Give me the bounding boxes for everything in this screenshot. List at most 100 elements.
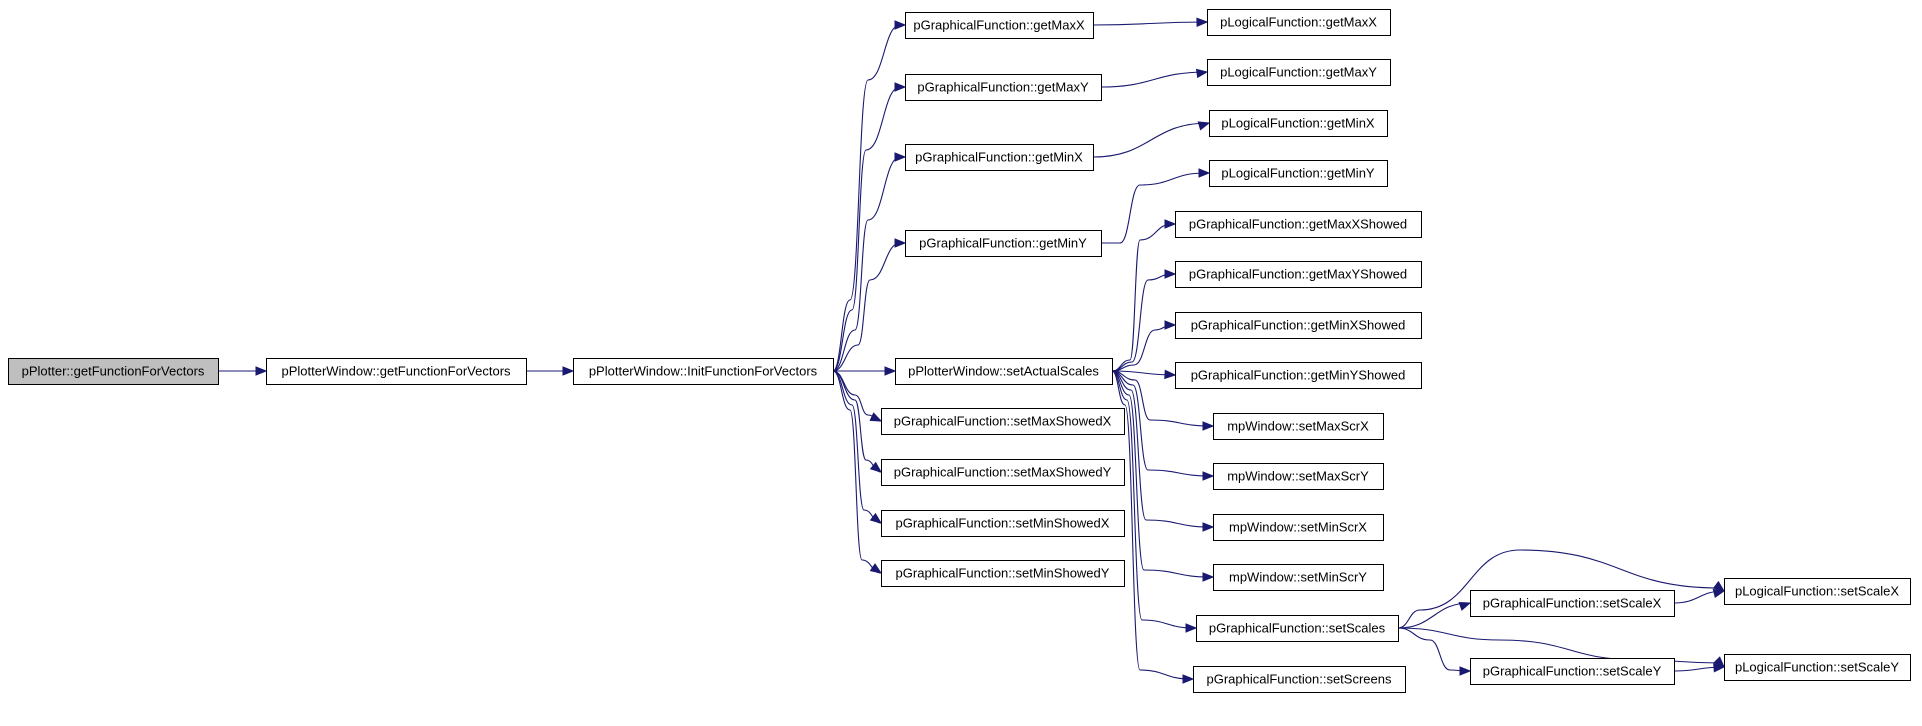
node-n17[interactable]: pGraphicalFunction::getMaxYShowed <box>1175 261 1422 288</box>
edge-n7-n25 <box>1111 370 1195 684</box>
node-n15[interactable]: pLogicalFunction::getMinY <box>1209 160 1388 187</box>
arrowhead <box>894 152 907 162</box>
node-n4[interactable]: pGraphicalFunction::getMaxY <box>905 74 1102 101</box>
edge-n2-n5 <box>832 152 907 372</box>
node-label: pGraphicalFunction::setScales <box>1209 621 1386 636</box>
arrowhead <box>1198 168 1211 178</box>
node-box <box>573 358 834 385</box>
node-label: mpWindow::setMinScrX <box>1229 520 1367 535</box>
node-label: mpWindow::setMaxScrY <box>1227 469 1369 484</box>
edge-n7-n24 <box>1111 370 1198 633</box>
node-box <box>905 230 1102 257</box>
node-n21[interactable]: mpWindow::setMaxScrY <box>1213 463 1384 490</box>
node-box <box>905 144 1094 171</box>
edge-n1-n2 <box>525 366 575 376</box>
edge-n4-n13 <box>1100 68 1209 88</box>
node-n26[interactable]: pGraphicalFunction::setScaleX <box>1470 590 1675 617</box>
node-label: pGraphicalFunction::setMaxShowedX <box>894 414 1112 429</box>
edge-n7-n21 <box>1111 370 1215 481</box>
node-n7[interactable]: pPlotterWindow::setActualScales <box>895 358 1113 385</box>
node-n25[interactable]: pGraphicalFunction::setScreens <box>1193 666 1406 693</box>
edges-layer <box>217 17 1726 684</box>
node-box <box>1213 413 1384 440</box>
node-label: pGraphicalFunction::getMaxY <box>917 80 1089 95</box>
node-n13[interactable]: pLogicalFunction::getMaxY <box>1207 59 1391 86</box>
node-box <box>1724 654 1911 681</box>
arrowhead <box>1713 656 1725 668</box>
edge-line <box>832 86 905 372</box>
node-n24[interactable]: pGraphicalFunction::setScales <box>1196 615 1399 642</box>
node-label: pPlotterWindow::setActualScales <box>908 364 1099 379</box>
edge-line <box>1092 122 1210 158</box>
edge-n2-n7 <box>832 366 897 376</box>
node-label: pGraphicalFunction::getMinX <box>915 150 1083 165</box>
node-n20[interactable]: mpWindow::setMaxScrX <box>1213 413 1384 440</box>
edge-n7-n20 <box>1111 370 1215 431</box>
node-label: mpWindow::setMinScrY <box>1229 570 1367 585</box>
edge-n3-n12 <box>1092 17 1209 28</box>
node-label: pLogicalFunction::getMaxY <box>1220 65 1377 80</box>
node-n18[interactable]: pGraphicalFunction::getMinXShowed <box>1175 312 1422 339</box>
edge-line <box>1397 627 1470 672</box>
arrowhead <box>1202 421 1215 431</box>
arrowhead <box>1185 623 1198 633</box>
arrowhead <box>884 366 897 376</box>
node-n22[interactable]: mpWindow::setMinScrX <box>1213 514 1384 541</box>
arrowhead <box>894 20 907 30</box>
edge-line <box>832 370 882 524</box>
node-label: pGraphicalFunction::getMaxYShowed <box>1189 267 1407 282</box>
edge-n24-n27 <box>1397 627 1472 676</box>
node-box <box>881 510 1125 537</box>
node-n6[interactable]: pGraphicalFunction::getMinY <box>905 230 1102 257</box>
node-n11[interactable]: pGraphicalFunction::setMinShowedY <box>881 560 1125 587</box>
arrowhead <box>1196 17 1209 28</box>
node-label: pPlotterWindow::getFunctionForVectors <box>281 364 511 379</box>
edge-n6-n15 <box>1101 168 1211 244</box>
node-label: pGraphicalFunction::getMinY <box>919 236 1087 251</box>
node-box <box>905 12 1094 39</box>
node-n1[interactable]: pPlotterWindow::getFunctionForVectors <box>266 358 527 385</box>
edge-n0-n1 <box>217 366 268 376</box>
node-label: pLogicalFunction::setScaleY <box>1735 660 1899 675</box>
node-box <box>1213 564 1384 591</box>
arrowhead <box>255 366 268 376</box>
node-n23[interactable]: mpWindow::setMinScrY <box>1213 564 1384 591</box>
node-n5[interactable]: pGraphicalFunction::getMinX <box>905 144 1094 171</box>
arrowhead <box>1712 588 1726 599</box>
node-n28[interactable]: pLogicalFunction::setScaleX <box>1724 578 1911 605</box>
edge-line <box>832 24 905 372</box>
node-n10[interactable]: pGraphicalFunction::setMinShowedX <box>881 510 1125 537</box>
node-n2[interactable]: pPlotterWindow::InitFunctionForVectors <box>573 358 834 385</box>
node-box <box>266 358 527 385</box>
node-n19[interactable]: pGraphicalFunction::getMinYShowed <box>1175 362 1422 389</box>
arrowhead <box>1202 522 1215 532</box>
node-n0: pPlotter::getFunctionForVectors <box>8 358 219 385</box>
node-n12[interactable]: pLogicalFunction::getMaxX <box>1207 9 1391 36</box>
edge-line <box>1397 602 1471 629</box>
node-label: pGraphicalFunction::setScaleX <box>1483 596 1662 611</box>
node-label: pGraphicalFunction::getMaxX <box>913 18 1085 33</box>
node-box <box>1193 666 1406 693</box>
arrowhead <box>1712 580 1726 592</box>
edge-n2-n9 <box>832 370 883 473</box>
node-n14[interactable]: pLogicalFunction::getMinX <box>1209 110 1388 137</box>
node-n29[interactable]: pLogicalFunction::setScaleY <box>1724 654 1911 681</box>
node-label: pGraphicalFunction::setMinShowedX <box>896 516 1110 531</box>
node-n9[interactable]: pGraphicalFunction::setMaxShowedY <box>881 459 1125 486</box>
node-n27[interactable]: pGraphicalFunction::setScaleY <box>1470 658 1675 685</box>
arrowhead <box>869 412 883 422</box>
node-box <box>1207 59 1391 86</box>
arrowhead <box>1202 471 1215 481</box>
edge-n2-n10 <box>832 370 883 524</box>
edge-n2-n11 <box>832 370 883 574</box>
node-n16[interactable]: pGraphicalFunction::getMaxXShowed <box>1175 211 1422 238</box>
node-n3[interactable]: pGraphicalFunction::getMaxX <box>905 12 1094 39</box>
node-box <box>1196 615 1399 642</box>
node-n8[interactable]: pGraphicalFunction::setMaxShowedX <box>881 408 1125 435</box>
edge-n24-n28 <box>1397 549 1726 629</box>
node-label: mpWindow::setMaxScrX <box>1227 419 1369 434</box>
arrowhead <box>562 366 575 376</box>
arrowhead <box>894 82 907 92</box>
node-box <box>1209 110 1388 137</box>
